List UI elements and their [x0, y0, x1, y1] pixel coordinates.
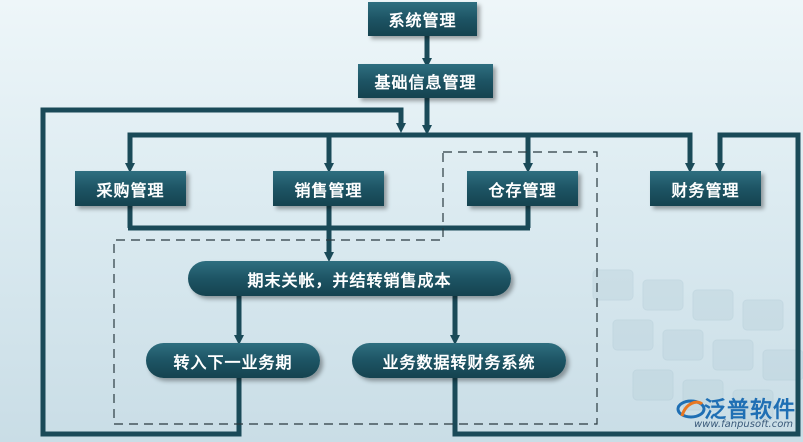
base-info-management-box: 基础信息管理: [358, 64, 493, 98]
purchase-management-box: 采购管理: [75, 171, 186, 206]
keyboard-decoration: [592, 269, 803, 421]
finance-management-box: 财务管理: [650, 171, 761, 206]
sales-management-label: 销售管理: [294, 180, 363, 200]
top-bus: [127, 132, 693, 140]
period-close-label: 期末关帐，并结转销售成本: [247, 270, 452, 290]
system-management-box: 系统管理: [368, 2, 477, 36]
loop-transfer-finance: [452, 132, 801, 437]
warehouse-management-box: 仓存管理: [467, 171, 578, 206]
finance-management-label: 财务管理: [671, 180, 740, 200]
dashed-boundary: [113, 151, 598, 425]
purchase-management-label: 采购管理: [96, 180, 165, 200]
brand-name: 泛普软件: [704, 398, 797, 423]
loop-next-period: [40, 107, 406, 437]
next-period-label: 转入下一业务期: [173, 352, 293, 372]
brand-mark-icon: [676, 399, 706, 419]
brand-logo: 泛普软件 www.fanpusoft.com: [672, 388, 800, 438]
system-management-label: 系统管理: [388, 11, 457, 30]
base-info-management-label: 基础信息管理: [374, 73, 477, 92]
transfer-finance-box: 业务数据转财务系统: [352, 343, 566, 378]
brand-url: www.fanpusoft.com: [694, 419, 794, 430]
next-period-box: 转入下一业务期: [146, 343, 320, 378]
warehouse-management-label: 仓存管理: [488, 180, 557, 200]
transfer-finance-label: 业务数据转财务系统: [382, 352, 536, 372]
period-close-box: 期末关帐，并结转销售成本: [188, 261, 511, 296]
sales-management-box: 销售管理: [273, 171, 384, 206]
